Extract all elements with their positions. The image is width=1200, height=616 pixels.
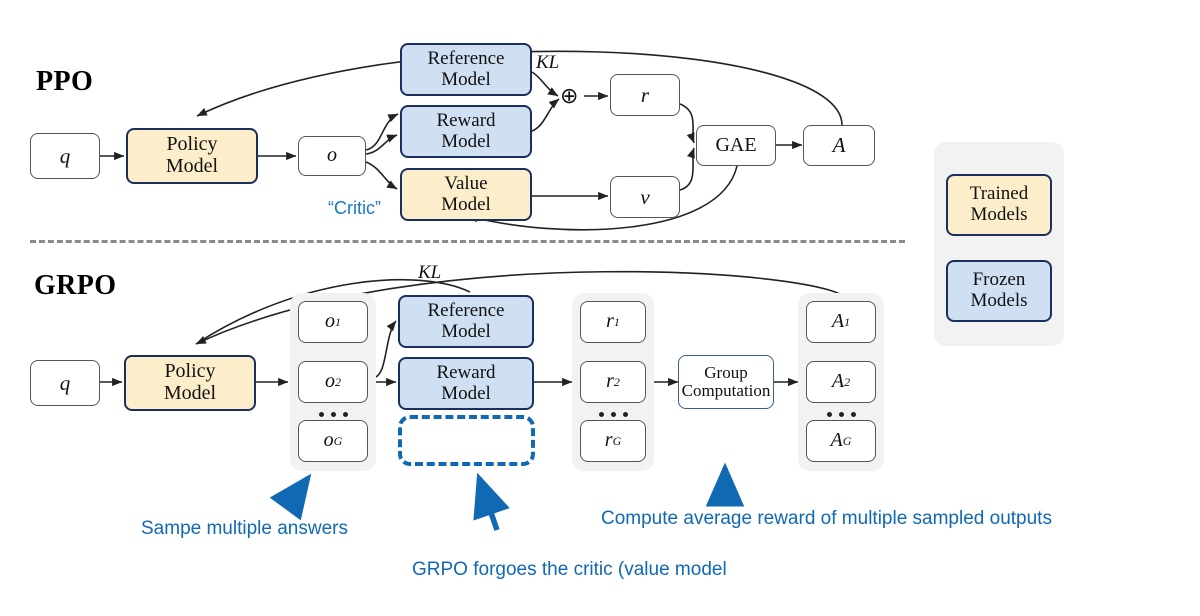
ppo-reference-model-line2: Model [441,68,491,90]
grpo-group-computation-box: Group Computation [678,355,774,409]
grpo-removed-critic-placeholder [398,415,535,466]
ppo-reward-model-line1: Reward [436,109,496,131]
grpo-rewards-ellipsis-icon [580,408,646,420]
annotation-grpo-forgoes-critic: GRPO forgoes the critic (value model [412,559,727,580]
grpo-reference-model-line1: Reference [427,299,505,321]
grpo-query-label: q [59,370,71,395]
ppo-advantage-box: A [803,125,875,166]
grpo-reward-model-line1: Reward [436,361,496,383]
ppo-value-label: v [640,184,650,209]
ppo-policy-model-line2: Model [165,155,219,177]
grpo-group-computation-line1: Group [704,362,748,382]
grpo-reward-label-g: r [604,429,613,452]
critic-annotation-label: “Critic” [328,198,381,218]
grpo-kl-label: KL [418,262,442,283]
grpo-reward-model-box: Reward Model [398,357,534,410]
ppo-output-label: o [327,144,337,167]
grpo-section-title: GRPO [34,270,117,301]
grpo-advantages-ellipsis-icon [806,408,876,420]
ppo-query-label: q [59,143,71,168]
ppo-advantage-label: A [832,133,846,158]
grpo-output-sub-2: 2 [335,374,341,389]
legend-trained-models-swatch: Trained Models [946,174,1052,236]
ppo-policy-model-box: Policy Model [126,128,258,184]
annotation-sample-multiple-answers: Sampe multiple answers [141,518,348,539]
grpo-reward-sub-g: G [612,433,622,448]
ppo-gae-box: GAE [696,125,776,166]
grpo-output-sub-g: G [333,433,343,448]
grpo-policy-model-box: Policy Model [124,355,256,411]
grpo-advantage-label-g: A [830,429,843,452]
ppo-value-model-line2: Model [441,193,491,215]
legend-trained-line1: Trained [969,183,1029,205]
grpo-policy-model-line2: Model [163,382,217,404]
annotation-compute-average-reward: Compute average reward of multiple sampl… [601,508,1052,529]
grpo-advantage-label-2: A [831,370,845,393]
ppo-value-box: v [610,176,680,218]
ppo-reward-model-line2: Model [441,130,491,152]
ppo-output-box: o [298,136,366,176]
grpo-reward-sub-1: 1 [613,314,620,329]
ppo-policy-model-line1: Policy [166,133,218,156]
legend-frozen-models-swatch: Frozen Models [946,260,1052,322]
grpo-reward-label-1: r [606,310,614,333]
ppo-reference-model-box: Reference Model [400,43,532,96]
ppo-section-title: PPO [36,66,94,97]
grpo-reward-model-line2: Model [441,382,491,404]
legend-frozen-line2: Models [970,290,1028,311]
ppo-value-model-line1: Value [444,172,488,194]
ppo-reward-label: r [640,82,650,107]
grpo-advantage-sub-g: G [842,433,852,448]
legend-trained-line2: Models [970,204,1028,225]
ppo-reward-model-box: Reward Model [400,105,532,158]
grpo-reward-label-2: r [606,370,614,393]
grpo-output-label-g: o [323,429,334,452]
grpo-group-computation-line2: Computation [681,381,771,400]
grpo-reward-sub-2: 2 [613,374,620,389]
ppo-kl-label: KL [536,52,560,73]
grpo-reference-model-line2: Model [441,320,491,342]
grpo-query-box: q [30,360,100,406]
ppo-reward-box: r [610,74,680,116]
grpo-advantage-label-1: A [831,310,845,333]
legend-frozen-line1: Frozen [972,269,1026,291]
ppo-query-box: q [30,133,100,179]
ppo-value-model-box: Value Model [400,168,532,221]
ppo-reference-model-line1: Reference [427,47,505,69]
grpo-reference-model-box: Reference Model [398,295,534,348]
grpo-advantage-sub-2: 2 [844,374,851,389]
grpo-output-sub-1: 1 [335,314,341,329]
grpo-advantage-sub-1: 1 [844,314,851,329]
ppo-plus-operator-icon: ⊕ [560,83,579,108]
grpo-output-label-2: o [325,370,335,393]
grpo-outputs-ellipsis-icon [298,408,368,420]
grpo-policy-model-line1: Policy [164,360,216,383]
grpo-output-label-1: o [325,310,335,333]
ppo-gae-label: GAE [715,133,757,156]
section-divider [30,240,905,243]
